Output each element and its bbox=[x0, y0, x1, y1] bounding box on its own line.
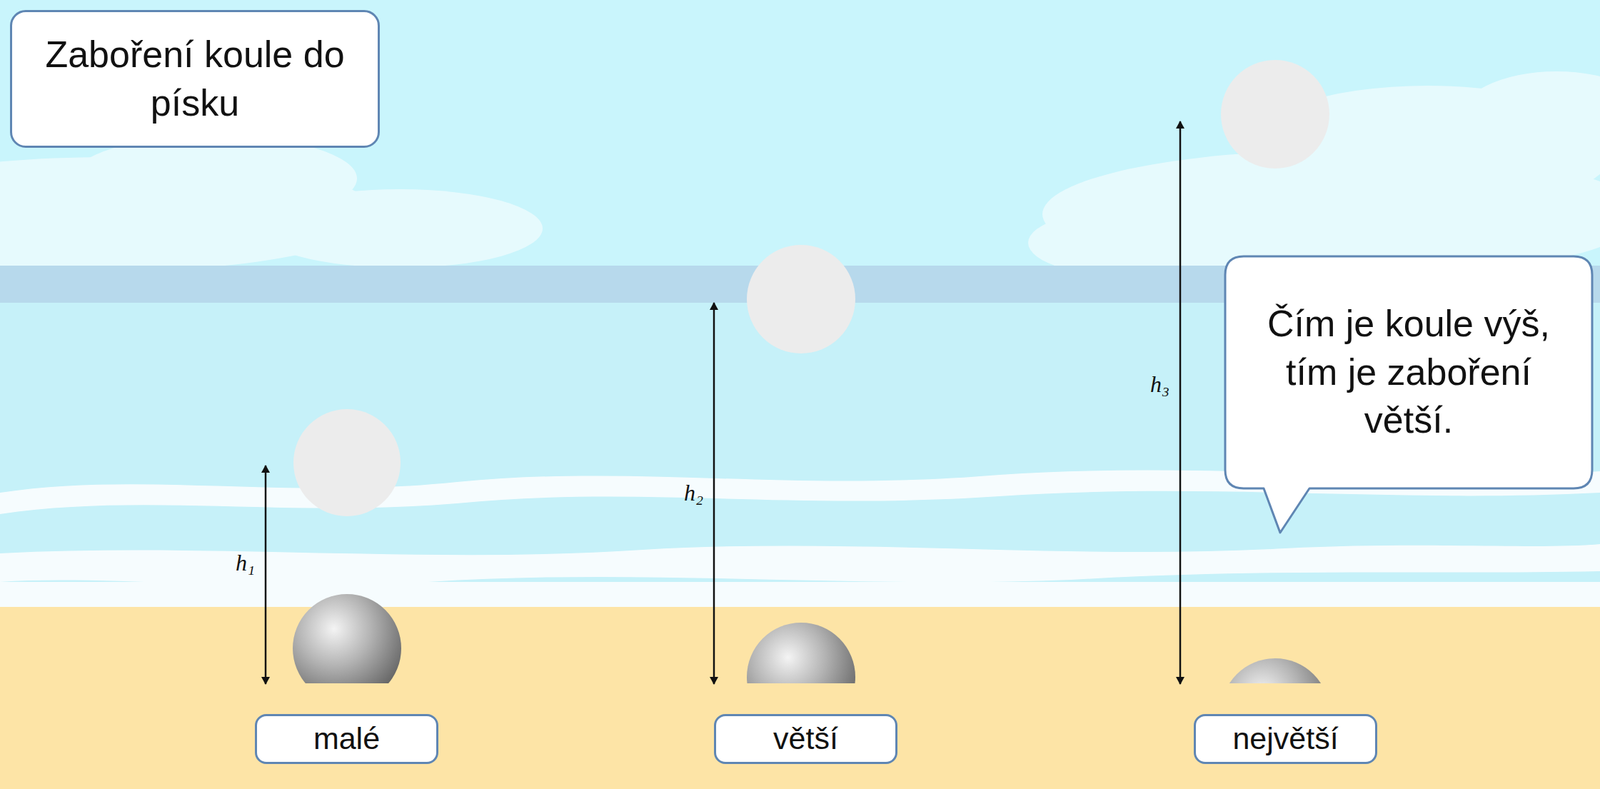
bubble-shape bbox=[1225, 256, 1593, 533]
height-label: h₃ bbox=[1150, 371, 1170, 398]
buried-balls bbox=[292, 594, 1330, 684]
sand bbox=[0, 606, 1600, 789]
speech-bubble: Čím je koule výš, tím je zaboření větší. bbox=[1223, 254, 1594, 490]
level-text: největší bbox=[1232, 718, 1338, 759]
title-text: Zaboření koule do písku bbox=[29, 30, 361, 128]
height-label: h₂ bbox=[683, 479, 704, 507]
level-box: největší bbox=[1193, 713, 1378, 764]
waves bbox=[0, 470, 1600, 607]
level-box: malé bbox=[254, 713, 439, 764]
level-text: větší bbox=[773, 718, 839, 759]
level-box: větší bbox=[713, 713, 898, 764]
ghost-balls bbox=[293, 59, 1330, 517]
level-text: malé bbox=[313, 718, 380, 759]
height-arrows bbox=[265, 121, 1181, 684]
height-label: h₁ bbox=[235, 549, 255, 577]
bubble-text: Čím je koule výš, tím je zaboření větší. bbox=[1251, 299, 1566, 445]
title-box: Zaboření koule do písku bbox=[9, 9, 380, 148]
